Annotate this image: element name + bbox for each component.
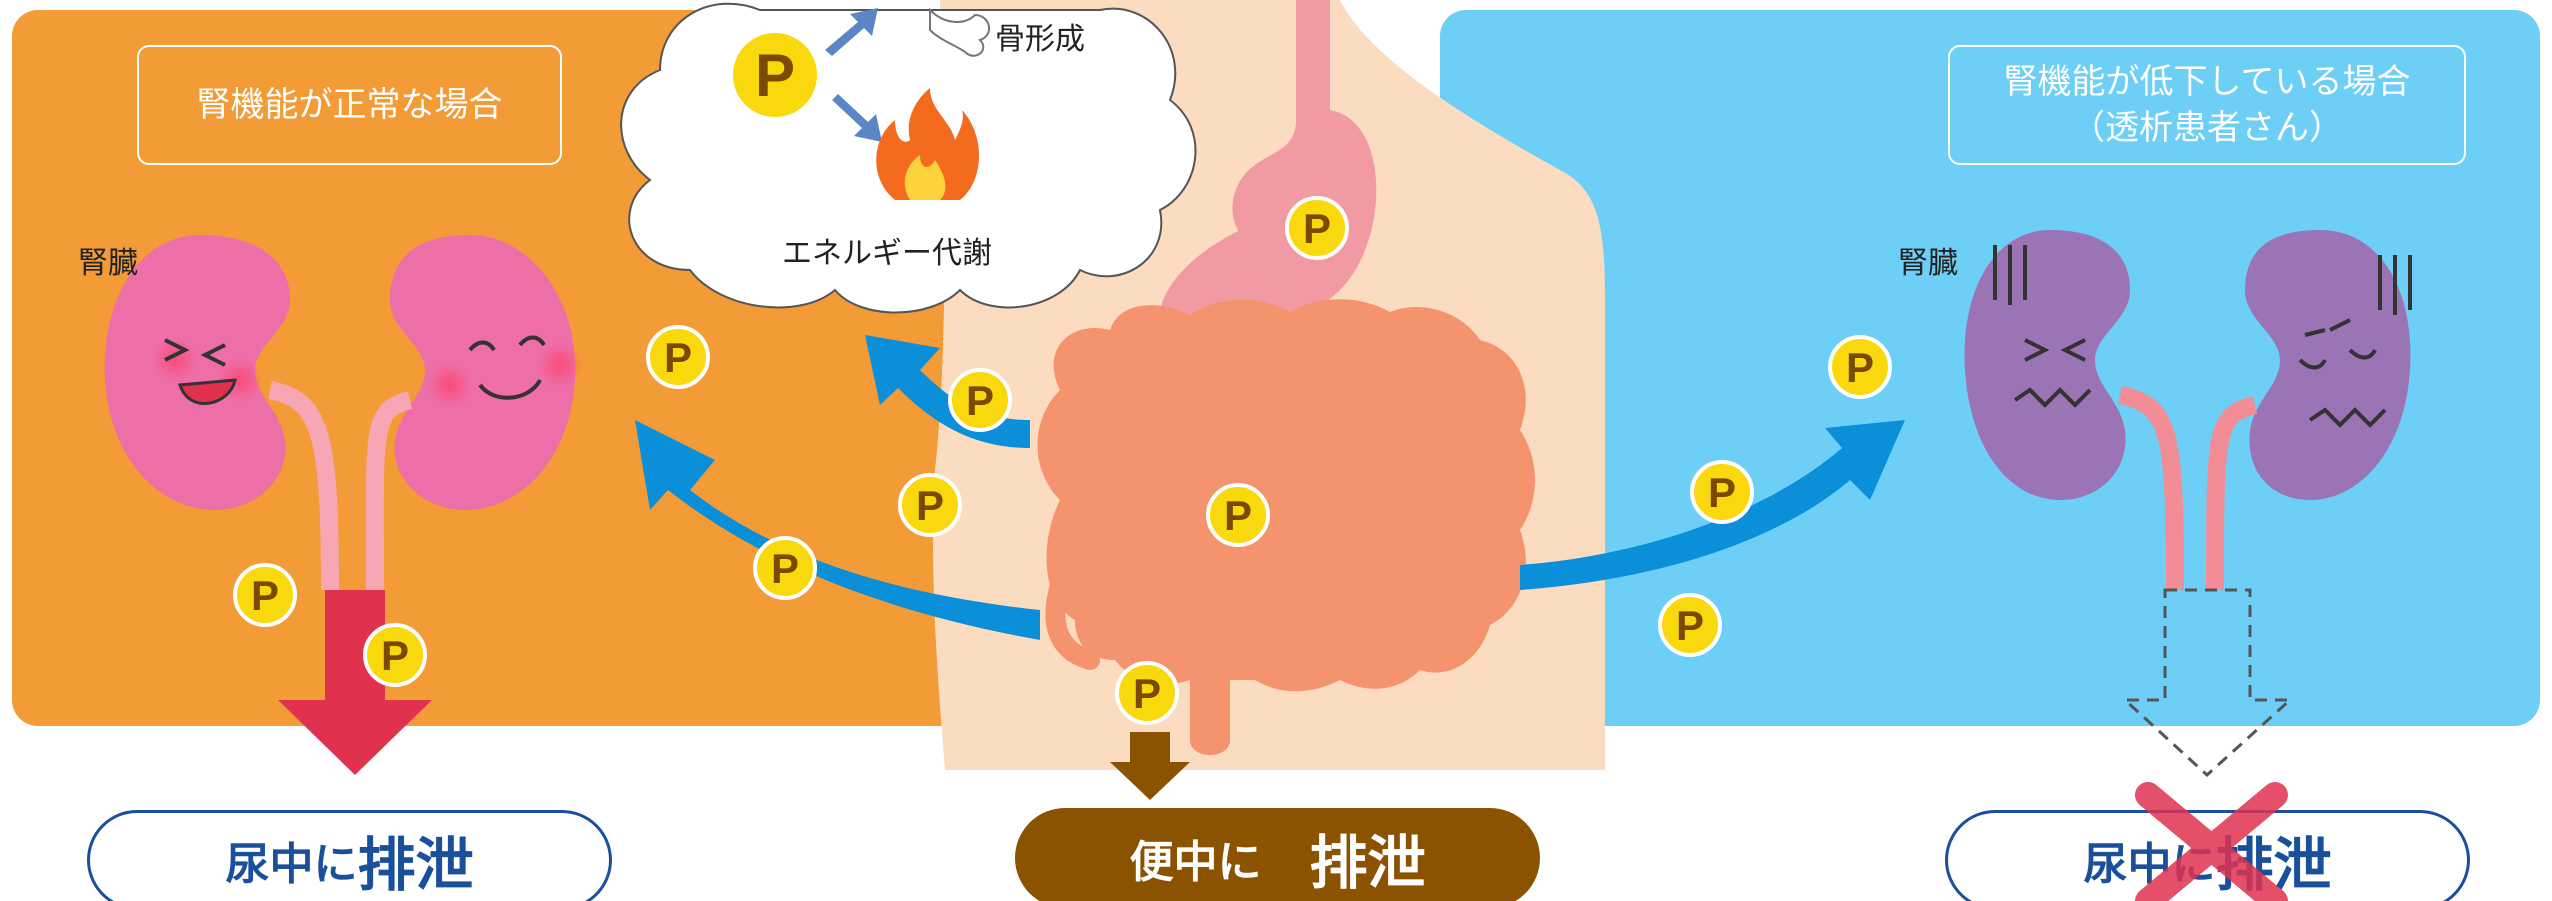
left-panel-title-text: 腎機能が正常な場合 <box>197 82 503 128</box>
right-panel-title-line1: 腎機能が低下している場合 <box>2004 59 2411 105</box>
left-excretion-emphasis: 排泄 <box>357 818 473 901</box>
right-panel-title: 腎機能が低下している場合 （透析患者さん） <box>1948 45 2466 165</box>
phosphorus-badge <box>1692 462 1752 522</box>
left-kidney-label: 腎臓 <box>78 238 138 282</box>
phosphorus-badge <box>900 475 960 535</box>
center-excretion-emphasis: 排泄 <box>1309 816 1425 900</box>
bone-formation-label: 骨形成 <box>995 14 1085 58</box>
cloud-phosphorus-badge: P <box>731 31 819 119</box>
phosphorus-badge <box>1208 485 1268 545</box>
phosphorus-badge <box>1660 595 1720 655</box>
phosphorus-badge <box>235 565 295 625</box>
right-panel-title-line2: （透析患者さん） <box>2071 105 2343 151</box>
energy-metabolism-label: エネルギー代謝 <box>782 228 992 272</box>
phosphorus-badge <box>365 625 425 685</box>
phosphorus-badge <box>950 370 1010 430</box>
right-excretion-emphasis: 排泄 <box>2215 818 2331 901</box>
svg-text:P: P <box>755 42 795 109</box>
center-excretion-prefix: 便中に <box>1129 826 1261 890</box>
left-excretion-prefix: 尿中に <box>225 828 357 892</box>
phosphorus-badge <box>1117 663 1177 723</box>
phosphorus-badge <box>755 538 815 598</box>
left-excretion-pill: 尿中に排泄 <box>87 810 612 901</box>
right-excretion-prefix: 尿中に <box>2083 828 2215 892</box>
phosphorus-badge <box>648 327 708 387</box>
left-panel-title: 腎機能が正常な場合 <box>137 45 562 165</box>
right-kidney-label: 腎臓 <box>1898 238 1958 282</box>
center-excretion-pill: 便中に排泄 <box>1015 808 1540 901</box>
phosphorus-badge <box>1830 337 1890 397</box>
right-excretion-pill: 尿中に排泄 <box>1945 810 2470 901</box>
phosphorus-badge <box>1287 198 1347 258</box>
